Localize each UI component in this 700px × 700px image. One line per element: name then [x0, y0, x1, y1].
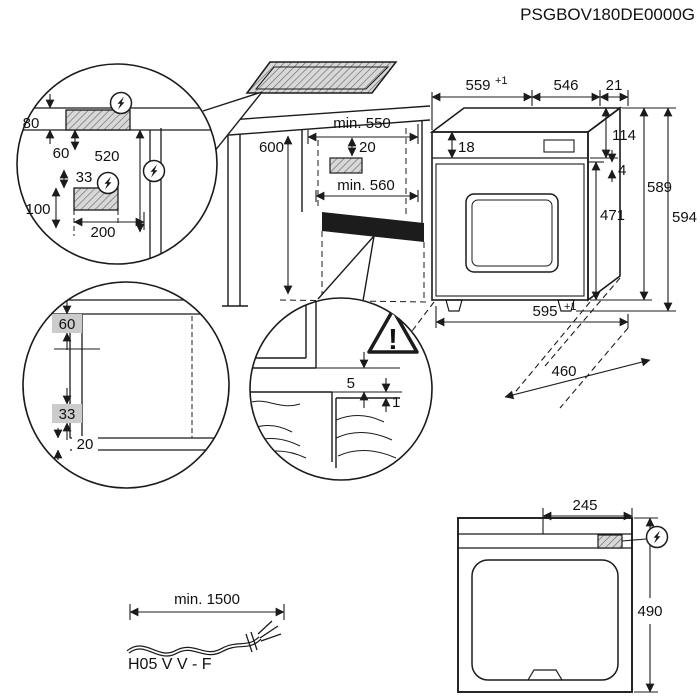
detail-circle-electrical: 80 60 520 33 100 200: [16, 63, 218, 265]
junction-box-top: [65, 109, 131, 131]
document-code: PSGBOV180DE0000G: [520, 5, 695, 24]
power-cable-core: [127, 637, 261, 656]
dim-depth-595: 595: [532, 303, 557, 320]
callout-wedge-vent: [317, 235, 375, 302]
warning-exclamation: !: [388, 324, 398, 356]
dim-vent-1: 1: [392, 394, 400, 411]
niche-dimensions: [283, 124, 419, 295]
dim-depth-490: 490: [637, 603, 662, 620]
power-cable-section: min. 1500 H05 V V - F: [126, 591, 285, 673]
door-window: [465, 193, 559, 273]
dim-top-inset-18: 18: [458, 139, 475, 156]
dim-vent-5: 5: [347, 375, 355, 392]
dim-front-height-471: 471: [600, 207, 625, 224]
oven-3d-view: 559 +1 546 21 18 114 4 471 589 594: [365, 75, 697, 409]
dim-chip-33: [52, 404, 82, 423]
cabinet-side-panel: [222, 134, 248, 307]
cooktop-cutout: [245, 61, 398, 94]
oven-niche: [279, 121, 431, 303]
cable-type-label: H05 V V - F: [128, 656, 212, 673]
lightning-bolt-icon: [142, 159, 166, 183]
oven-right-dimensions: [447, 107, 676, 312]
oven-top-dimensions: [431, 90, 629, 130]
dim-cable-length: min. 1500: [174, 591, 240, 608]
appliance-outline-dashed: [81, 313, 193, 439]
door-window-inner: [471, 199, 553, 267]
dim-niche-min-depth: min. 560: [337, 177, 395, 194]
countertop-lines: [213, 105, 431, 137]
oven-foot-right: [557, 299, 575, 312]
detail-circle-front: 60 33 20: [22, 281, 230, 489]
oven-display: [543, 139, 575, 153]
lightning-bolt-icon: [96, 171, 120, 195]
dim-niche-width-559: 559: [465, 77, 490, 94]
dim-520: 520: [94, 148, 119, 165]
dim-33-electrical: 33: [76, 169, 93, 186]
dim-60-front: 60: [59, 316, 76, 333]
dim-niche-height: 600: [259, 139, 284, 156]
dim-depth-460: 460: [551, 363, 576, 380]
oven-foot-left: [445, 299, 463, 312]
dim-559-tolerance: +1: [495, 75, 508, 87]
dim-total-height-594: 594: [672, 209, 697, 226]
lightning-bolt-icon: [109, 91, 133, 115]
oven-top-view: 245 490: [457, 497, 669, 693]
oven-plinth-bar: [322, 212, 424, 242]
dim-33-front: 33: [59, 406, 76, 423]
dim-niche-rear-offset: 20: [359, 139, 376, 156]
dim-60-electrical: 60: [53, 145, 70, 162]
oven-door: [435, 163, 585, 297]
dim-chip-20: [72, 436, 98, 452]
warning-triangle-icon: [367, 308, 419, 354]
dim-body-height-589: 589: [647, 179, 672, 196]
dim-terminal-offset-245: 245: [572, 497, 597, 514]
callout-wedge-electrical: [202, 91, 263, 153]
terminal-leader-line: [621, 538, 647, 542]
main-scene: min. 550 600 20 min. 560: [213, 61, 431, 307]
dim-chip-60: [52, 314, 82, 333]
cavity-bottom-detail: [527, 669, 563, 681]
dim-gap-21: 21: [606, 77, 623, 94]
niche-socket-box: [329, 157, 363, 174]
dim-niche-min-width: min. 550: [333, 115, 391, 132]
detail-circle-vent: ! 5 1: [249, 297, 433, 481]
terminal-box: [597, 534, 623, 549]
dim-200: 200: [90, 224, 115, 241]
dim-20-front: 20: [77, 436, 94, 453]
oven-cavity-outline: [471, 559, 619, 681]
dim-oven-width-546: 546: [553, 77, 578, 94]
dim-panel-height-114: 114: [612, 127, 636, 144]
lightning-bolt-icon: [645, 525, 669, 549]
dim-100: 100: [25, 201, 50, 218]
dim-80: 80: [23, 115, 40, 132]
dim-595-tolerance: +1: [564, 301, 577, 313]
cable-wire-ends: [245, 620, 282, 653]
dim-gap-4: 4: [618, 162, 626, 179]
